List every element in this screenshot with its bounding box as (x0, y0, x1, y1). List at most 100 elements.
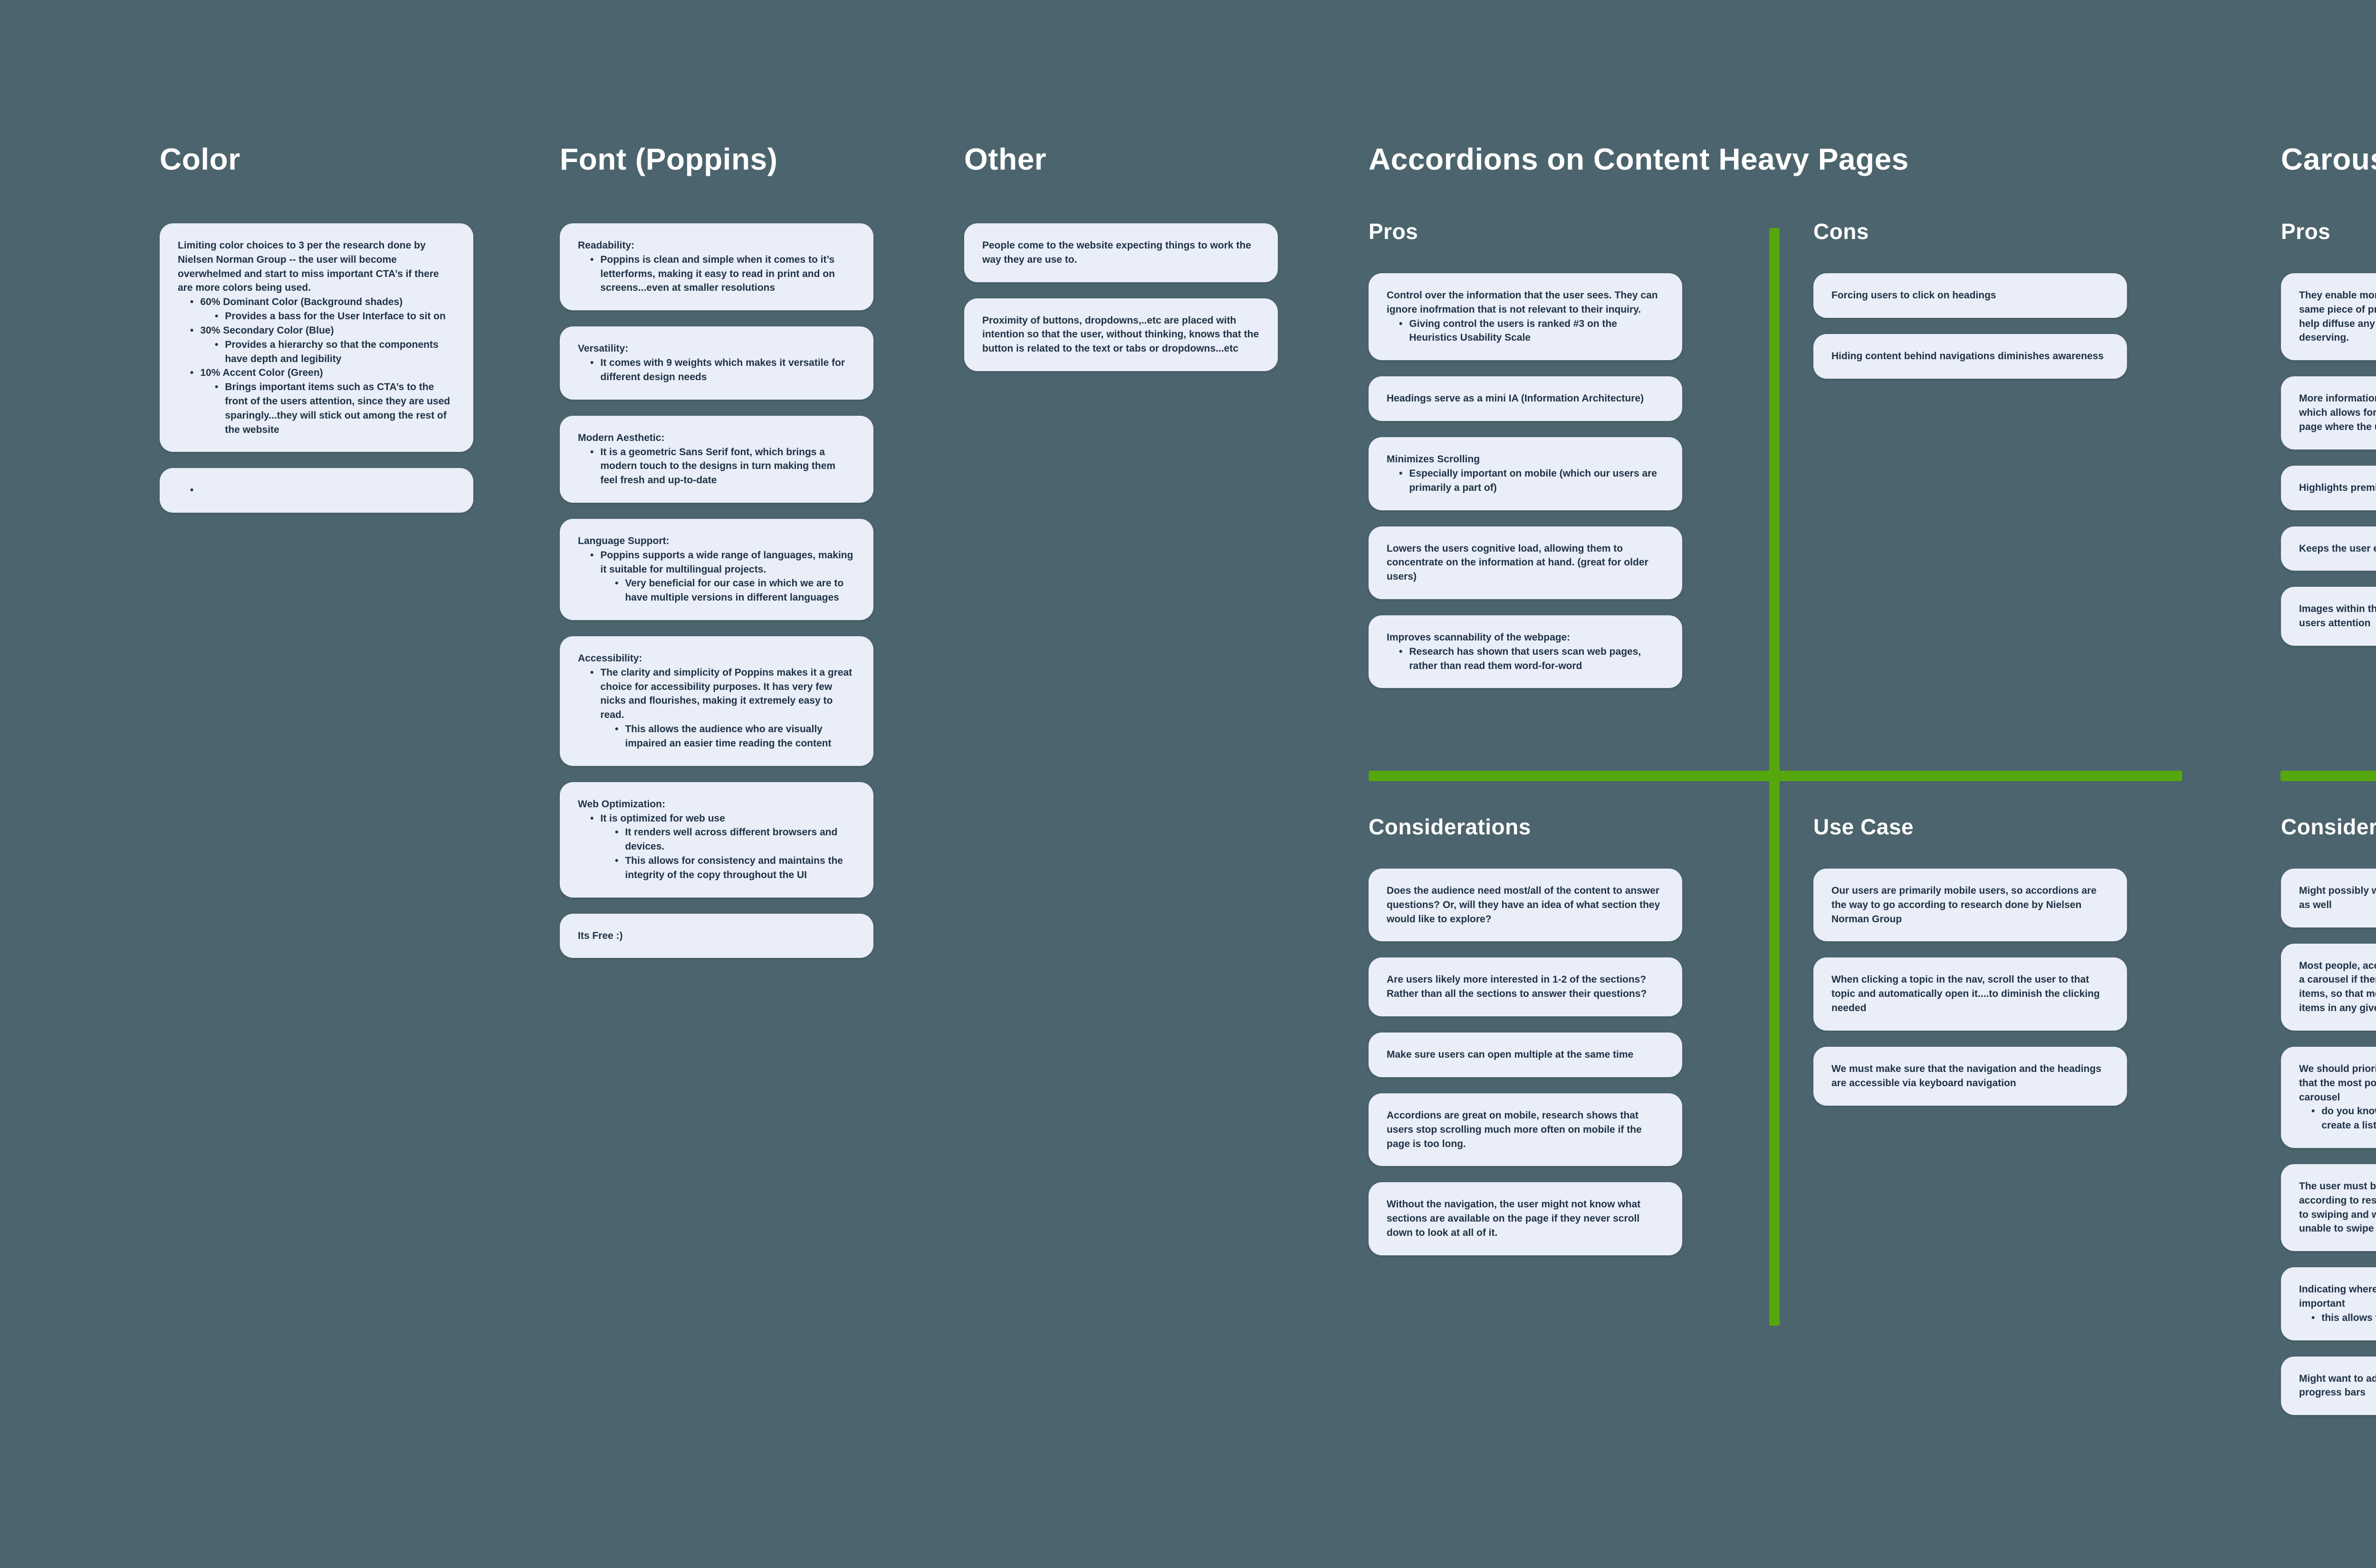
note-bullet-text: It is optimized for web use (600, 813, 725, 824)
note-bullet-text: Brings important items such as CTA’s to … (225, 382, 450, 435)
section-title-font: Font (Poppins) (560, 142, 778, 176)
bullet-icon: • (590, 813, 594, 824)
sticky-note[interactable]: Forcing users to click on headings (1813, 273, 2127, 318)
note-bullet-text: 30% Secondary Color (Blue) (200, 325, 334, 336)
carousels-pros-heading: Pros (2281, 219, 2331, 244)
accordions-cons-heading: Cons (1813, 219, 1869, 244)
sticky-note[interactable]: Most people, according to research, stop… (2281, 943, 2376, 1031)
note-bullet-item: •The clarity and simplicity of Poppins m… (578, 666, 855, 722)
bullet-icon: • (190, 485, 194, 496)
sticky-note[interactable]: Hiding content behind navigations dimini… (1813, 334, 2127, 379)
note-text: Does the audience need most/all of the c… (1387, 885, 1660, 925)
bullet-icon: • (1399, 646, 1403, 657)
note-bullet-item: •Especially important on mobile (which o… (1387, 467, 1664, 495)
bullet-icon: • (615, 855, 619, 866)
bullet-icon: • (215, 382, 219, 393)
note-bullet-item: •Poppins supports a wide range of langua… (578, 548, 855, 577)
sticky-note[interactable]: Control over the information that the us… (1369, 273, 1682, 361)
note-bullet-text: This allows the audience who are visuall… (625, 724, 832, 749)
bullet-icon: • (190, 367, 194, 379)
note-text: The user must be able to swipe through t… (2299, 1180, 2376, 1234)
note-text: Indicating where the user is and how man… (2299, 1284, 2376, 1309)
notes-column-color: Limiting color choices to 3 per the rese… (160, 223, 473, 513)
note-bullet-text: 10% Accent Color (Green) (200, 367, 323, 379)
carousels-horizontal-divider-line (2280, 771, 2376, 781)
sticky-note[interactable]: Headings serve as a mini IA (Information… (1369, 376, 1682, 421)
note-bullet-item: •Very beneficial for our case in which w… (578, 576, 855, 605)
sticky-note[interactable]: Web Optimization:•It is optimized for we… (560, 782, 873, 898)
sticky-note[interactable]: Lowers the users cognitive load, allowin… (1369, 526, 1682, 599)
note-bullet-item: •30% Secondary Color (Blue) (178, 324, 455, 338)
accordions-considerations-heading: Considerations (1369, 814, 1531, 839)
note-bullet-text: Poppins is clean and simple when it come… (600, 254, 835, 294)
note-text: When clicking a topic in the nav, scroll… (1831, 974, 2100, 1014)
note-text: Hiding content behind navigations dimini… (1831, 350, 2104, 362)
sticky-note[interactable]: Make sure users can open multiple at the… (1369, 1033, 1682, 1077)
carousels-considerations-heading: Considerations (2281, 814, 2376, 839)
sticky-note[interactable]: Our users are primarily mobile users, so… (1813, 869, 2127, 942)
note-text: We must make sure that the navigation an… (1831, 1063, 2101, 1089)
sticky-note[interactable]: Might want to add arrows on the sides of… (2281, 1356, 2376, 1415)
sticky-note[interactable]: Might possibly want to consider having a… (2281, 869, 2376, 927)
bullet-icon: • (2311, 1106, 2315, 1117)
note-bullet-text: It comes with 9 weights which makes it v… (600, 357, 845, 382)
note-bullet-item: •this allows the user to feel in control (2299, 1311, 2376, 1325)
note-text: Make sure users can open multiple at the… (1387, 1049, 1634, 1061)
sticky-note[interactable]: Minimizes Scrolling •Especially important… (1369, 437, 1682, 510)
note-text: People come to the website expecting thi… (982, 240, 1251, 265)
sticky-note[interactable]: Readability:•Poppins is clean and simple… (560, 223, 873, 311)
sticky-note[interactable]: The user must be able to swipe through t… (2281, 1164, 2376, 1252)
sticky-note[interactable]: Images within the carousels are importan… (2281, 587, 2376, 646)
sticky-note[interactable]: Limiting color choices to 3 per the rese… (160, 223, 473, 452)
sticky-note[interactable]: Accordions are great on mobile, research… (1369, 1093, 1682, 1166)
accordions-pros-heading: Pros (1369, 219, 1418, 244)
bullet-icon: • (215, 311, 219, 322)
sticky-note[interactable]: They enable more than one piece of conte… (2281, 273, 2376, 361)
section-title-color: Color (160, 142, 240, 176)
sticky-note[interactable]: Versatility:•It comes with 9 weights whi… (560, 326, 873, 400)
note-bullet-text: It is a geometric Sans Serif font, which… (600, 446, 836, 486)
note-text: Keeps the user engaged (2299, 543, 2376, 554)
sticky-note[interactable]: We must make sure that the navigation an… (1813, 1046, 2127, 1106)
note-text: Forcing users to click on headings (1831, 290, 1996, 301)
sticky-note[interactable]: Proximity of buttons, dropdowns,..etc ar… (964, 298, 1278, 372)
note-bullet-item: •Provides a hierarchy so that the compon… (178, 338, 455, 366)
note-bullet-text: Research has shown that users scan web p… (1409, 646, 1641, 671)
sticky-note[interactable]: More information can appear in one piece… (2281, 376, 2376, 449)
sticky-note[interactable]: Are users likely more interested in 1-2 … (1369, 957, 1682, 1017)
note-text: Images within the carousels are importan… (2299, 603, 2376, 629)
sticky-note[interactable]: Indicating where the user is and how man… (2281, 1267, 2376, 1340)
section-title-other: Other (964, 142, 1047, 176)
note-bullet-text: The clarity and simplicity of Poppins ma… (600, 667, 853, 721)
note-bullet-text: Provides a bass for the User Interface t… (225, 311, 446, 322)
sticky-note[interactable]: Without the navigation, the user might n… (1369, 1182, 1682, 1255)
sticky-note[interactable]: We should prioritize the items in the gi… (2281, 1046, 2376, 1148)
accordions-horizontal-divider-line (1369, 771, 2182, 781)
bullet-icon: • (590, 549, 594, 561)
carousels-considerations-column: Might possibly want to consider having a… (2281, 869, 2376, 1415)
note-text: Minimizes Scrolling (1387, 454, 1480, 465)
sticky-note[interactable]: Its Free :) (560, 913, 873, 958)
sticky-note[interactable]: When clicking a topic in the nav, scroll… (1813, 957, 2127, 1031)
note-bullet-item: •It comes with 9 weights which makes it … (578, 356, 855, 384)
note-bullet-item: •Giving control the users is ranked #3 o… (1387, 317, 1664, 345)
note-text: Accessibility: (578, 653, 642, 664)
sticky-note[interactable]: Highlights premier content (2281, 465, 2376, 510)
notes-column-other: People come to the website expecting thi… (964, 223, 1278, 372)
sticky-note[interactable]: Language Support:•Poppins supports a wid… (560, 518, 873, 620)
accordions-usecase-heading: Use Case (1813, 814, 1914, 839)
note-bullet-text: Giving control the users is ranked #3 on… (1409, 318, 1617, 344)
section-title-accordions: Accordions on Content Heavy Pages (1369, 142, 1909, 176)
sticky-note[interactable]: Improves scannability of the webpage:•Re… (1369, 615, 1682, 688)
section-title-carousels: Carousels (2281, 142, 2376, 176)
sticky-note[interactable]: Accessibility: •The clarity and simplicit… (560, 636, 873, 766)
sticky-note[interactable]: Keeps the user engaged (2281, 526, 2376, 571)
sticky-note[interactable]: People come to the website expecting thi… (964, 223, 1278, 282)
note-text: Readability: (578, 240, 635, 251)
accordions-usecase-column: Our users are primarily mobile users, so… (1813, 869, 2127, 1106)
sticky-note[interactable]: Does the audience need most/all of the c… (1369, 869, 1682, 942)
sticky-note[interactable]: Modern Aesthetic:•It is a geometric Sans… (560, 415, 873, 503)
sticky-note[interactable]: • (160, 468, 473, 513)
note-text: They enable more than one piece of conte… (2299, 290, 2376, 344)
